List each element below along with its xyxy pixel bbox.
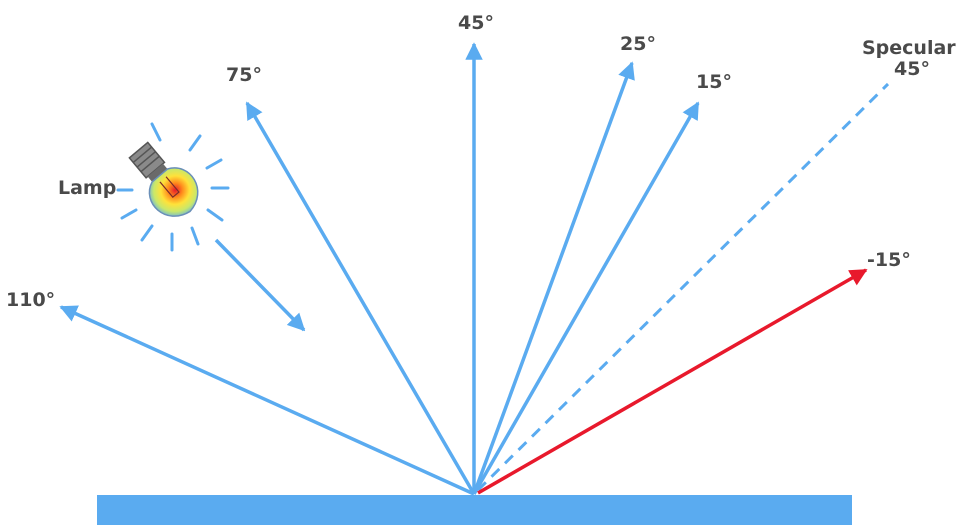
angle-label-minus15: -15° — [867, 249, 911, 271]
ray-110 — [59, 305, 475, 496]
angle-label-75: 75° — [226, 64, 262, 86]
lamp-label: Lamp — [58, 177, 116, 199]
ray-minus15 — [477, 268, 868, 495]
ray-15 — [472, 101, 700, 495]
angle-label-25: 25° — [620, 33, 656, 55]
ray-25 — [472, 61, 635, 495]
incident-ray — [214, 238, 306, 332]
light-bulb-icon — [116, 122, 230, 252]
specular-label: Specular — [862, 37, 956, 59]
reflective-surface — [97, 495, 852, 525]
angle-label-15: 15° — [696, 71, 732, 93]
angle-label-110: 110° — [6, 289, 55, 311]
specular-ray — [476, 82, 890, 492]
angle-label-45: 45° — [458, 12, 494, 34]
ray-75 — [245, 101, 476, 495]
specular-angle-label: 45° — [894, 58, 930, 80]
